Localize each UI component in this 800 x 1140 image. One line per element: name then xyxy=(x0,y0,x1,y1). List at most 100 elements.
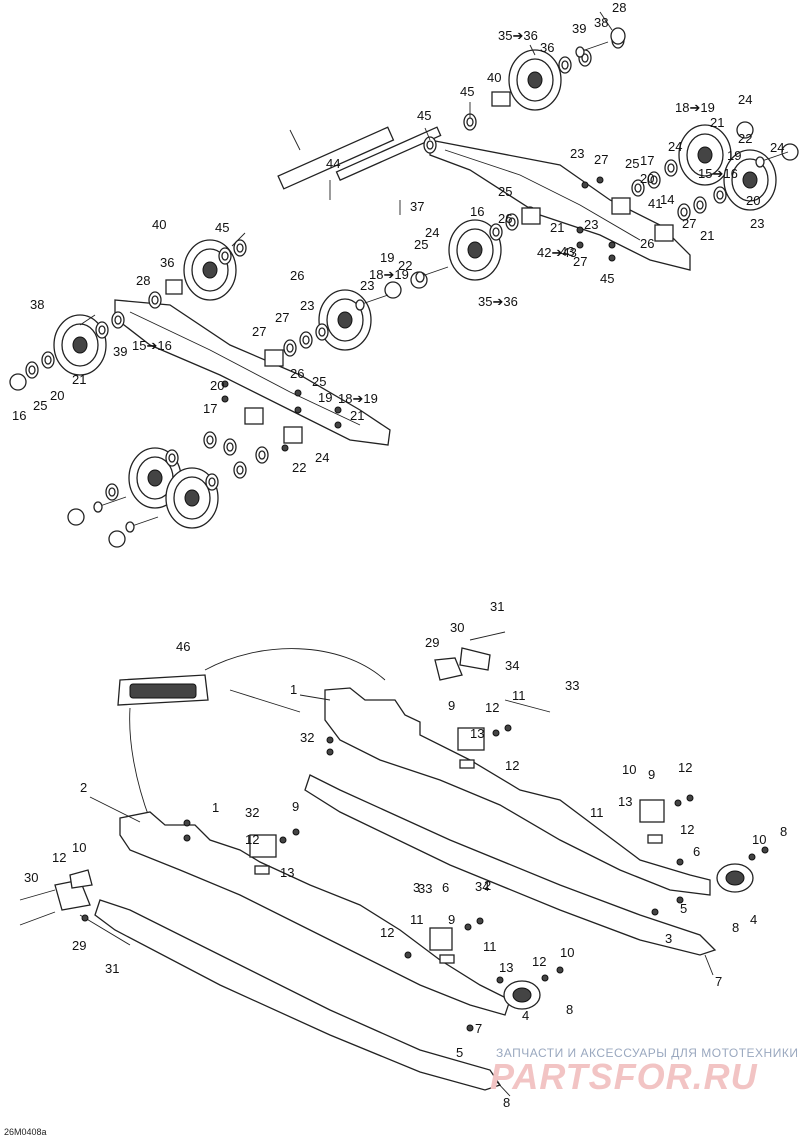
top-part-label: 19 xyxy=(380,250,394,265)
top-part-label: 15➔16 xyxy=(132,338,172,353)
bottom-part-label: 8 xyxy=(503,1095,510,1110)
bottom-part-label: 46 xyxy=(176,639,190,654)
top-part-label: 43 xyxy=(560,244,574,259)
top-part-label: 44 xyxy=(326,156,340,171)
bottom-part-label: 34 xyxy=(505,658,519,673)
top-part-label: 20 xyxy=(50,388,64,403)
top-part-label: 16 xyxy=(470,204,484,219)
top-part-label: 27 xyxy=(275,310,289,325)
top-part-label: 21 xyxy=(350,408,364,423)
bottom-part-label: 7 xyxy=(715,974,722,989)
decal-46 xyxy=(117,648,386,821)
top-part-label: 22 xyxy=(398,258,412,273)
top-part-label: 42➔43 xyxy=(537,245,577,260)
top-part-label: 25 xyxy=(625,156,639,171)
top-part-label: 19 xyxy=(727,148,741,163)
spacers-washers-top xyxy=(25,31,727,501)
top-part-label: 26 xyxy=(290,268,304,283)
suspension-frame-top xyxy=(114,139,691,446)
bottom-part-label: 8 xyxy=(732,920,739,935)
bottom-part-label: 32 xyxy=(245,805,259,820)
top-part-label: 36 xyxy=(160,255,174,270)
sliders-pads-bottom xyxy=(249,727,665,964)
top-part-label: 27 xyxy=(682,216,696,231)
top-part-label: 45 xyxy=(417,108,431,123)
bottom-part-label: 31 xyxy=(105,961,119,976)
bottom-part-label: 3 xyxy=(413,880,420,895)
bottom-part-label: 9 xyxy=(292,799,299,814)
bottom-part-label: 2 xyxy=(80,780,87,795)
leader-lines xyxy=(79,11,714,1097)
bottom-part-label: 29 xyxy=(72,938,86,953)
bottom-part-label: 3 xyxy=(665,931,672,946)
top-part-label: 20 xyxy=(210,378,224,393)
top-part-label: 27 xyxy=(252,324,266,339)
top-part-label: 22 xyxy=(738,131,752,146)
top-part-label: 28 xyxy=(612,0,626,15)
bottom-part-label: 12 xyxy=(245,832,259,847)
top-part-label: 17 xyxy=(203,401,217,416)
top-part-label: 23 xyxy=(750,216,764,231)
top-part-label: 21 xyxy=(72,372,86,387)
top-part-label: 27 xyxy=(594,152,608,167)
top-part-label: 26 xyxy=(290,366,304,381)
bottom-part-label: 6 xyxy=(693,844,700,859)
top-part-label: 21 xyxy=(700,228,714,243)
top-part-label: 23 xyxy=(300,298,314,313)
brackets-bottom xyxy=(19,631,551,946)
bottom-part-label: 13 xyxy=(280,865,294,880)
top-part-label: 24 xyxy=(738,92,752,107)
bottom-part-label: 13 xyxy=(470,726,484,741)
top-part-label: 18➔19 xyxy=(369,267,409,282)
top-part-label: 16 xyxy=(12,408,26,423)
bottom-part-label: 12 xyxy=(678,760,692,775)
top-part-label: 25 xyxy=(312,374,326,389)
axles xyxy=(277,126,442,190)
top-part-label: 39 xyxy=(113,344,127,359)
top-part-label: 25 xyxy=(414,237,428,252)
top-part-label: 41 xyxy=(648,196,662,211)
top-part-label: 18➔19 xyxy=(338,391,378,406)
bottom-part-label: 33 xyxy=(565,678,579,693)
bottom-part-label: 30 xyxy=(450,620,464,635)
top-part-label: 40 xyxy=(152,217,166,232)
bottom-part-label: 6 xyxy=(442,880,449,895)
top-part-label: 24 xyxy=(668,139,682,154)
top-part-label: 24 xyxy=(315,450,329,465)
bottom-part-label: 5 xyxy=(456,1045,463,1060)
idler-wheels-top xyxy=(53,49,777,529)
top-part-label: 15➔16 xyxy=(698,166,738,181)
bottom-part-label: 10 xyxy=(752,832,766,847)
bottom-part-label: 13 xyxy=(618,794,632,809)
top-part-label: 28 xyxy=(136,273,150,288)
diagram-code: 26M0408a xyxy=(4,1127,47,1137)
bottom-part-label: 1 xyxy=(212,800,219,815)
top-part-label: 24 xyxy=(770,140,784,155)
bottom-part-label: 9 xyxy=(448,698,455,713)
bottom-part-label: 11 xyxy=(590,805,604,820)
top-part-label: 20 xyxy=(746,193,760,208)
bottom-part-label: 29 xyxy=(425,635,439,650)
bottom-part-label: 10 xyxy=(622,762,636,777)
top-part-label: 37 xyxy=(410,199,424,214)
top-part-label: 23 xyxy=(360,278,374,293)
bottom-part-label: 12 xyxy=(380,925,394,940)
top-part-label: 14 xyxy=(660,192,674,207)
top-part-label: 45 xyxy=(460,84,474,99)
bottom-part-label: 8 xyxy=(566,1002,573,1017)
top-part-label: 20 xyxy=(640,171,654,186)
bottom-part-label: 34 xyxy=(475,879,489,894)
top-part-label: 21 xyxy=(550,220,564,235)
top-part-label: 24 xyxy=(425,225,439,240)
watermark-caption: ЗАПЧАСТИ И АКСЕССУАРЫ ДЛЯ МОТОТЕХНИКИ xyxy=(496,1046,799,1060)
bottom-part-label: 11 xyxy=(512,688,526,703)
top-part-label: 38 xyxy=(30,297,44,312)
bottom-part-label: 12 xyxy=(680,822,694,837)
top-part-label: 38 xyxy=(594,15,608,30)
top-part-label: 35➔36 xyxy=(498,28,538,43)
top-part-label: 26 xyxy=(640,236,654,251)
bottom-part-label: 5 xyxy=(680,901,687,916)
top-part-label: 25 xyxy=(498,184,512,199)
